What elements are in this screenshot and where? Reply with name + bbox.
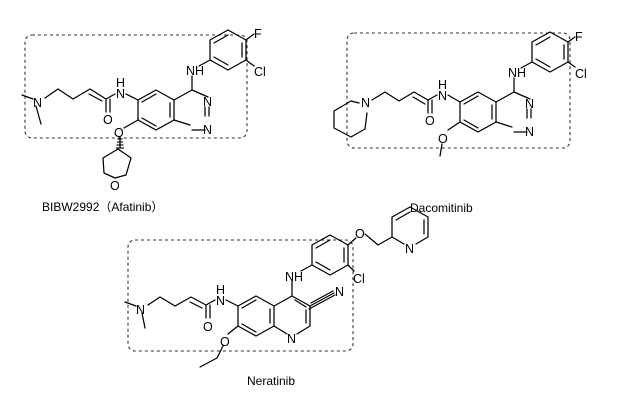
dacomitinib-bonds [333,31,576,157]
afatinib-amide-n: N [116,87,125,101]
neratinib-aniline-n: N [285,270,294,284]
afatinib-aniline-n: N [186,64,195,78]
neratinib-ring-n: N [287,332,296,346]
neratinib-ether-o: O [220,335,230,349]
neratinib-chlorine: Cl [353,272,365,286]
afatinib-caption: BIBW2992（Afatinib） [42,200,163,214]
afatinib-ether-o: O [114,126,124,140]
neratinib-aryl-o: O [355,227,365,241]
neratinib-structure: N N H O N H Cl O N N N O Neratinib [124,206,429,388]
afatinib-aniline-h: H [195,64,204,78]
afatinib-core-box [24,34,248,139]
afatinib-fluorine: F [254,27,262,41]
dacomitinib-ether-o: O [438,132,448,146]
afatinib-ring-n-upper: N [203,95,212,109]
dacomitinib-amide-n: N [438,89,447,103]
dacomitinib-ring-n-lower: N [525,125,534,139]
dacomitinib-amide-h: H [438,78,447,92]
dacomitinib-piperidine-n: N [361,96,370,110]
neratinib-amide-h: H [216,283,225,297]
dacomitinib-aniline-h: H [517,66,526,80]
neratinib-core-box [127,239,354,352]
neratinib-carbonyl-o: O [203,320,213,334]
afatinib-amide-h: H [116,76,125,90]
dacomitinib-caption: Dacomitinib [410,201,473,215]
neratinib-pyridine-n: N [405,242,414,256]
dacomitinib-aniline-n: N [508,66,517,80]
neratinib-bonds [124,206,429,368]
neratinib-amide-n: N [216,294,225,308]
neratinib-nitrile-n: N [335,285,344,299]
dacomitinib-chlorine: Cl [575,67,587,81]
dacomitinib-core-box [346,32,571,149]
dacomitinib-atom-labels: N N H O N H F Cl N N O [361,30,587,146]
neratinib-caption: Neratinib [247,374,295,388]
afatinib-thf-o: O [110,179,120,193]
afatinib-bonds [21,29,255,179]
afatinib-amine-n: N [33,96,42,110]
afatinib-ring-n-lower: N [203,123,212,137]
afatinib-carbonyl-o: O [103,113,113,127]
afatinib-atom-labels: N N H O N H F Cl N N O O [33,27,266,193]
neratinib-atom-labels: N N H O N H Cl O N N N O [136,227,414,349]
dacomitinib-ring-n-upper: N [525,97,534,111]
dacomitinib-fluorine: F [575,30,583,44]
dacomitinib-structure: N N H O N H F Cl N N O Dacomitinib [333,30,587,215]
neratinib-amine-n: N [136,303,145,317]
afatinib-structure: N N H O N H F Cl N N O O BIBW2992（Afatin… [21,27,266,214]
afatinib-hash-wedge [116,138,124,149]
dacomitinib-carbonyl-o: O [425,114,435,128]
afatinib-chlorine: Cl [254,65,266,79]
neratinib-aniline-h: H [294,270,303,284]
